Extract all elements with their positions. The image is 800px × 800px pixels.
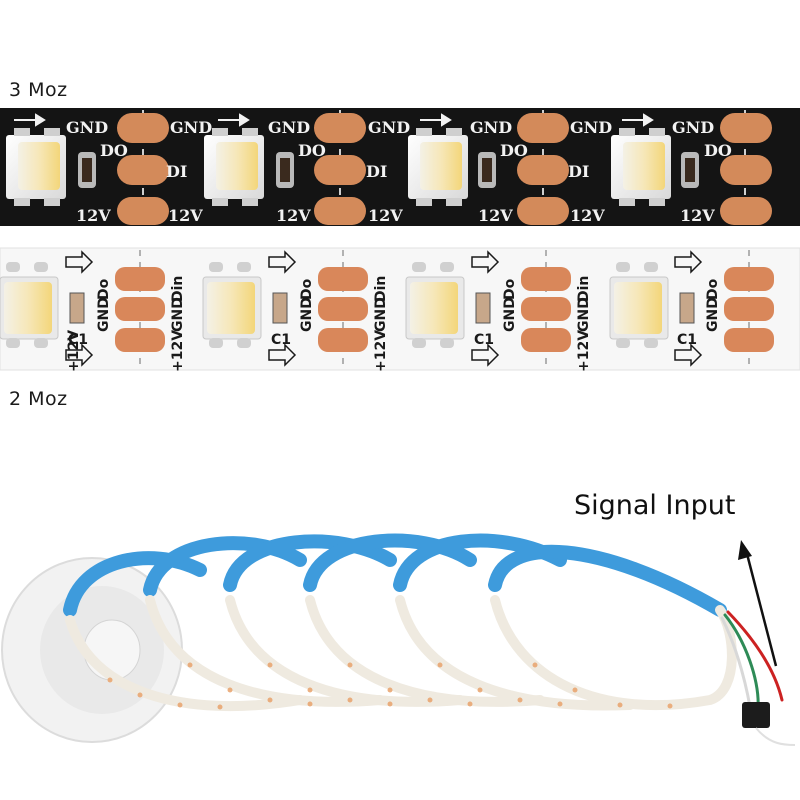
gnd-label: GND [299,297,315,332]
gnd-label: GND [576,297,592,332]
gnd-label: GND [502,297,518,332]
c1-label: C1 [271,332,291,348]
white-strip-leds [0,262,695,348]
v12-label: 12V [570,206,605,225]
black-strip-copper-pads [117,113,772,225]
do-label: Do [96,278,112,300]
c1-label: C1 [68,332,88,348]
gnd-label: GND [368,118,410,137]
c1-label: C1 [474,332,494,348]
top-strip-caption: 3 Moz [9,79,68,101]
gnd-label: GND [705,297,721,332]
led-strip-reel [1,533,796,746]
v12-label: 12V [276,206,311,225]
gnd-label: GND [268,118,310,137]
do-label: DO [500,141,528,160]
v12-label: 12V [368,206,403,225]
do-label: Do [705,278,721,300]
gnd-label: GND [170,297,186,332]
din-label: Din [373,276,389,302]
signal-input-arrow [738,540,778,667]
white-led-strip: GND Do +12V GND Din +12V GND Do GND Din … [0,247,800,372]
gnd-label: GND [66,118,108,137]
connector [742,702,770,728]
white-strip-copper-pads [115,267,774,352]
gnd-label: GND [373,297,389,332]
gnd-label: GND [170,118,212,137]
din-label: Din [576,276,592,302]
v12-label: +12V [170,330,186,372]
black-led-strip: GND GND GND GND GND GND GND DO DO DO DO … [0,108,800,226]
di-label: DI [366,162,387,181]
white-strip-labels: GND Do +12V GND Din +12V GND Do GND Din … [66,276,721,372]
black-strip-arrows [14,113,654,127]
v12-label: +12V [66,330,82,372]
gnd-label: GND [672,118,714,137]
v12-label: 12V [76,206,111,225]
signal-input-label: Signal Input [574,490,736,521]
din-label: Din [170,276,186,302]
do-label: DO [704,141,732,160]
v12-label: 12V [680,206,715,225]
v12-label: +12V [373,330,389,372]
di-label: DI [568,162,589,181]
do-label: DO [298,141,326,160]
bottom-strip-caption: 2 Moz [9,388,68,410]
v12-label: +12V [576,330,592,372]
v12-label: 12V [478,206,513,225]
gnd-label: GND [470,118,512,137]
do-label: Do [502,278,518,300]
white-strip-arrows [65,250,703,367]
gnd-label: GND [96,297,112,332]
do-label: DO [100,141,128,160]
black-strip-leds [6,128,699,206]
di-label: DI [166,162,187,181]
v12-label: 12V [168,206,203,225]
do-label: Do [299,278,315,300]
gnd-label: GND [570,118,612,137]
black-strip-labels: GND GND GND GND GND GND GND DO DO DO DO … [66,118,732,225]
c1-label: C1 [677,332,697,348]
